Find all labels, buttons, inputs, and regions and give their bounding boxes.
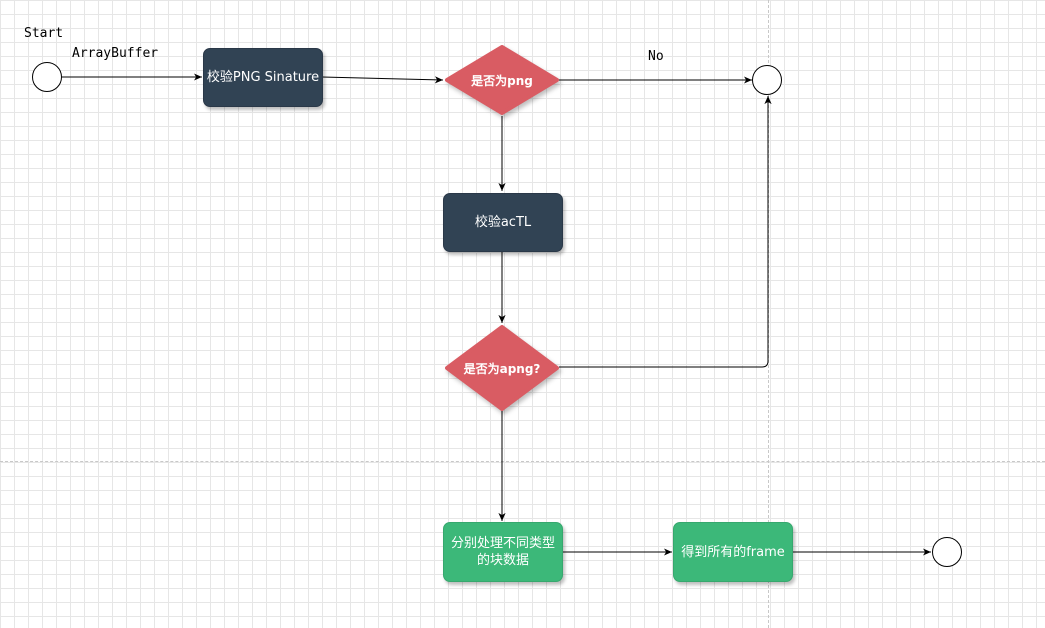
process-chunks-text-line2: 的块数据 [476, 553, 529, 568]
edge-is-apng-no-to-end [559, 96, 772, 368]
edge-signature-to-is-png [321, 76, 444, 84]
check-actl-text: 校验acTL [474, 215, 532, 230]
is-png-text: 是否为png [471, 73, 533, 88]
get-frames-text: 得到所有的frame [681, 544, 785, 560]
page-break-horizontal [0, 461, 1045, 462]
start-node [32, 62, 62, 92]
process-chunks-text-line1: 分别处理不同类型 [450, 536, 555, 551]
check-actl-node: 校验acTL [443, 193, 563, 252]
is-apng-diamond-shape [445, 325, 559, 411]
is-png-decision: 是否为png [444, 44, 560, 116]
start-label: Start [24, 26, 64, 41]
end-node-top [752, 65, 782, 95]
check-signature-node: 校验PNG Sinature [203, 48, 323, 107]
arraybuffer-label: ArrayBuffer [72, 46, 159, 61]
get-frames-node: 得到所有的frame [673, 522, 793, 582]
check-signature-text: 校验PNG Sinature [206, 70, 320, 85]
is-apng-text: 是否为apng? [463, 361, 541, 376]
no-label: No [648, 49, 664, 64]
process-chunks-node: 分别处理不同类型 的块数据 [443, 522, 563, 582]
is-png-diamond-shape [445, 45, 559, 115]
end-node-bottom [932, 537, 962, 567]
is-apng-decision: 是否为apng? [444, 324, 560, 412]
